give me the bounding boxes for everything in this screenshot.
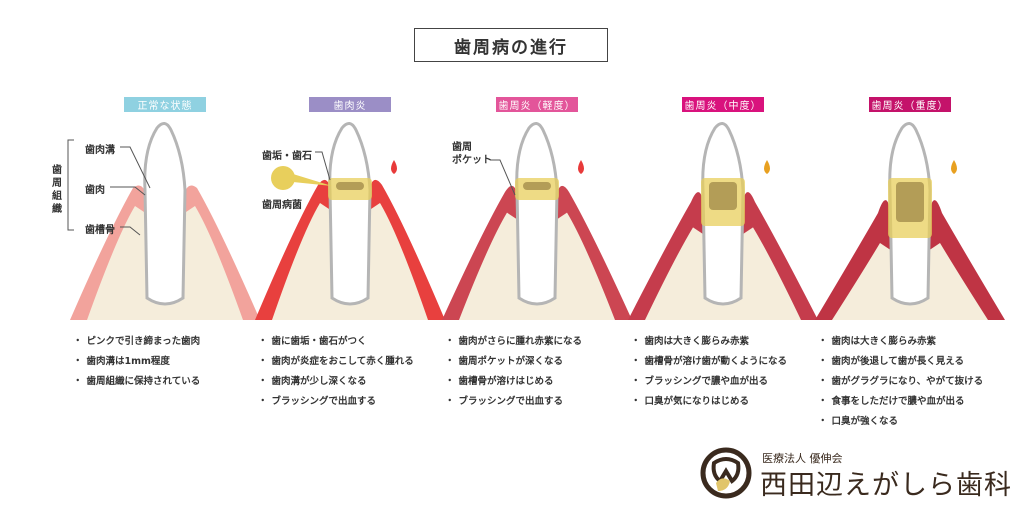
drop-icon <box>951 160 957 174</box>
pocket-label: 歯周 ポケット <box>452 142 492 166</box>
stage-description-list: ピンクで引き締まった歯肉歯肉溝は1mm程度歯周組織に保持されている <box>73 332 201 392</box>
stage-label: 歯周炎（軽度） <box>496 97 578 112</box>
callout-pointer <box>293 174 332 186</box>
sulcus-label: 歯肉溝 <box>85 145 115 156</box>
drop-icon <box>764 160 770 174</box>
plaque-deposit <box>888 178 932 238</box>
description-item: 歯槽骨が溶けはじめる <box>445 372 582 392</box>
plaque-deposit <box>701 178 745 226</box>
progression-illustration <box>67 122 1005 320</box>
page-title: 歯周病の進行 <box>414 28 608 62</box>
stage-description-list: 歯肉がさらに腫れ赤紫になる歯周ポケットが深くなる歯槽骨が溶けはじめるブラッシング… <box>445 332 583 412</box>
description-item: 口臭が気になりはじめる <box>631 392 787 412</box>
description-item: 歯に歯垢・歯石がつく <box>258 332 414 352</box>
plaque-label: 歯垢・歯石 <box>262 151 312 162</box>
stage-label: 歯周炎（中度） <box>682 97 764 112</box>
periodontal-tissue-label: 歯周組織 <box>52 165 62 215</box>
description-item: 歯肉溝が少し深くなる <box>258 372 414 392</box>
stage-description-list: 歯に歯垢・歯石がつく歯肉が炎症をおこして赤く腫れる歯肉溝が少し深くなるブラッシン… <box>258 332 414 412</box>
description-item: 食事をしただけで膿や血が出る <box>818 392 983 412</box>
description-item: 口臭が強くなる <box>818 412 983 432</box>
description-item: 歯肉は大きく膨らみ赤紫 <box>818 332 983 352</box>
plaque-deposit <box>515 178 559 200</box>
stage-label: 正常な状態 <box>124 97 206 112</box>
tooth <box>143 122 187 306</box>
bracket <box>67 139 74 231</box>
bacteria-label: 歯周病菌 <box>262 200 302 211</box>
calculus <box>896 182 924 222</box>
description-item: ピンクで引き締まった歯肉 <box>73 332 201 352</box>
description-item: ブラッシングで出血する <box>258 392 414 412</box>
calculus <box>336 182 364 190</box>
clinic-logo: 医療法人 優伸会 西田辺えがしら歯科 <box>700 445 1011 501</box>
description-item: 歯周組織に保持されている <box>73 372 201 392</box>
bacteria-icon <box>271 166 295 190</box>
description-item: 歯肉は大きく膨らみ赤紫 <box>631 332 787 352</box>
description-item: ブラッシングで膿や血が出る <box>631 372 787 392</box>
stage-description-list: 歯肉は大きく膨らみ赤紫歯肉が後退して歯が長く見える歯がグラグラになり、やがて抜け… <box>818 332 984 432</box>
description-item: 歯肉が炎症をおこして赤く腫れる <box>258 352 414 372</box>
calculus <box>709 182 737 210</box>
gum-label: 歯肉 <box>85 185 105 196</box>
drop-icon <box>578 160 584 174</box>
description-item: 歯周ポケットが深くなる <box>445 352 582 372</box>
calculus <box>523 182 551 190</box>
logo-name: 西田辺えがしら歯科 <box>760 470 1012 501</box>
tooth <box>328 122 372 306</box>
description-item: 歯がグラグラになり、やがて抜ける <box>818 372 984 392</box>
description-item: 歯肉溝は1mm程度 <box>73 352 200 372</box>
leader-line <box>490 159 516 196</box>
tooth <box>515 122 559 306</box>
logo-subtitle: 医療法人 優伸会 <box>762 452 843 465</box>
stage-label: 歯周炎（重度） <box>869 97 951 112</box>
leader-line <box>120 226 141 236</box>
tooth-logo-icon <box>700 447 752 499</box>
description-item: ブラッシングで出血する <box>445 392 582 412</box>
description-item: 歯肉がさらに腫れ赤紫になる <box>445 332 583 352</box>
leader-line <box>110 186 146 196</box>
drop-icon <box>391 160 397 174</box>
description-item: 歯槽骨が溶け歯が動くようになる <box>631 352 788 372</box>
leader-line <box>120 146 151 189</box>
stage-label: 歯肉炎 <box>309 97 391 112</box>
stage-description-list: 歯肉は大きく膨らみ赤紫歯槽骨が溶け歯が動くようになるブラッシングで膿や血が出る口… <box>631 332 788 412</box>
plaque-deposit <box>328 178 372 200</box>
leader-line <box>315 151 331 181</box>
bone-label: 歯槽骨 <box>85 225 115 236</box>
description-item: 歯肉が後退して歯が長く見える <box>818 352 983 372</box>
